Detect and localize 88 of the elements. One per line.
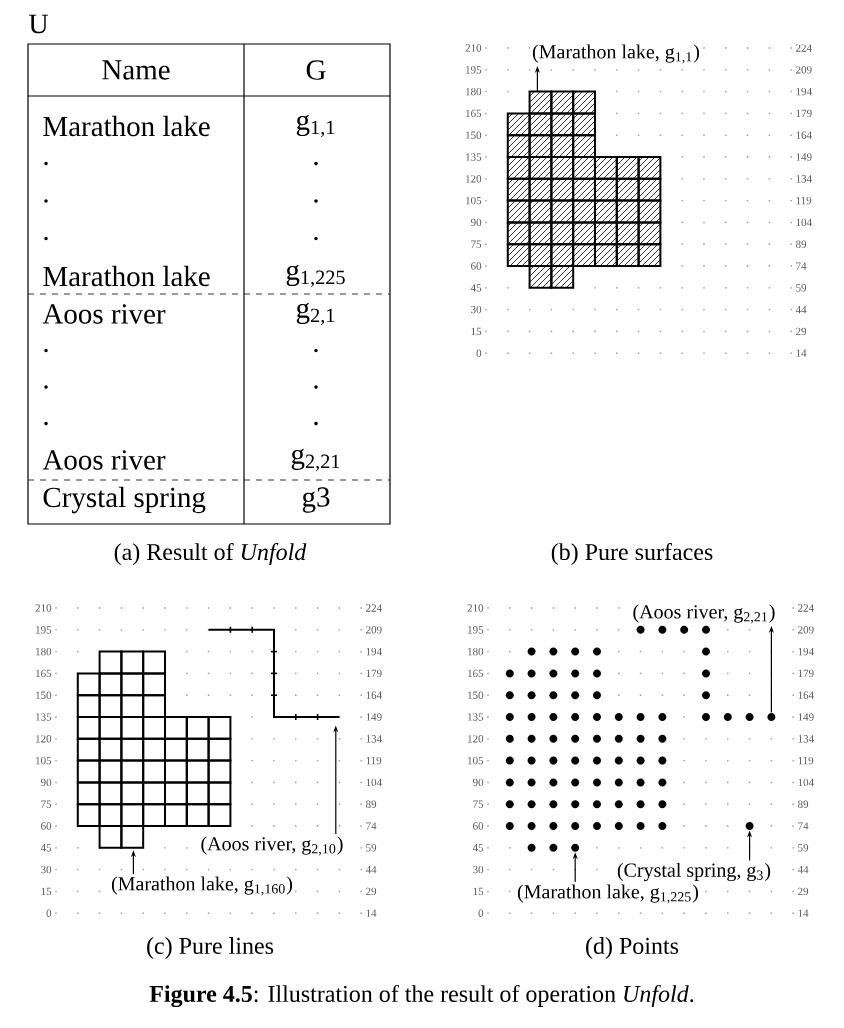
hatched-region [594,177,618,202]
polyline [207,626,341,721]
hatched-region [506,156,531,180]
hatched-region [528,243,553,267]
header-text: Name [102,60,170,80]
hatched-region [572,156,596,180]
hatched-region [615,243,640,267]
table-text: . [44,348,48,353]
table-text: g$_{2,1}$ [296,302,335,326]
callout-label: (Aoos river, g$_{2,21}$) [630,602,778,626]
table-text: g$_{1,1}$ [296,114,335,138]
table-text: Aoos river [42,450,166,470]
table-text: . [314,161,318,166]
hatched-region [506,177,531,202]
hatched-region [594,243,618,267]
hatched-region [528,199,553,224]
table-text: . [44,236,48,241]
hatched-region [615,156,640,180]
hatched-region [528,177,553,202]
hatched-region [572,243,596,267]
hatched-region [637,221,662,246]
hatched-region [572,199,596,224]
table-text: . [314,421,318,426]
figure-caption: Figure 4.5: Illustration of the result of operation Unfold. [149,984,694,1008]
table-text: . [314,348,318,353]
hatched-region [572,177,596,202]
table-text: Crystal spring [43,486,206,514]
table-text: . [314,199,318,203]
hatched-region [506,243,531,267]
panel-caption: (c) Pure lines [147,937,274,959]
hatched-region [572,112,596,137]
table-text: . [44,161,48,166]
hatched-region [528,112,553,137]
hatched-region [550,221,575,246]
callout-label: (Aoos river, g$_{2,10}$) [198,834,346,858]
hatched-region [528,221,553,246]
table-text: Marathon lake [43,115,210,137]
hatched-region [594,199,618,224]
point [767,713,776,721]
hatched-region [550,243,575,267]
hatched-region [506,221,531,246]
hatched-region [550,265,575,289]
hatched-region [506,134,531,158]
hatched-region [506,199,531,224]
hatched-region [572,134,596,158]
hatched-region [637,156,662,180]
hatched-region [615,177,640,202]
callout-label: (Crystal spring, g$_{3}$) [614,860,774,884]
table-text: g3 [302,487,330,513]
table-text: g$_{2,21}$ [291,448,340,472]
hatched-region [528,156,553,180]
hatched-region [572,90,596,115]
table-title: U [29,14,49,34]
hatched-region [528,134,553,158]
table-text: . [314,236,318,241]
hatched-region [572,221,596,246]
hatched-region [637,177,662,202]
callout-label: (Marathon lake, g$_{1,160}$) [109,874,295,898]
point [571,843,580,852]
callout-label: (Marathon lake, g$_{1,225}$) [515,882,701,906]
hatched-region [506,112,531,137]
hatched-region [637,243,662,267]
panel-caption: (a) Result of Unfold [114,543,307,565]
hatched-region [615,199,640,224]
table-text: . [44,199,48,203]
table-text: . [44,421,48,426]
table-text: g$_{1,225}$ [286,264,345,288]
hatched-region [528,90,553,115]
table-text: . [44,385,48,389]
hatched-region [550,199,575,224]
hatched-region [550,156,575,180]
hatched-region [528,265,553,289]
hatched-region [615,221,640,246]
point [745,822,754,830]
hatched-region [550,112,575,137]
table-text: Aoos river [42,304,166,324]
hatched-region [550,177,575,202]
panel-caption: (d) Points [586,937,679,959]
table-text: Marathon lake [43,265,210,287]
callout-label: (Marathon lake, g$_{1,1}$) [530,42,702,66]
header-text: G [306,60,326,80]
hatched-region [594,156,618,180]
hatched-region [594,221,618,246]
hatched-region [637,199,662,224]
panel-caption: (b) Pure surfaces [551,543,713,565]
table-text: . [314,385,318,389]
hatched-region [550,134,575,158]
hatched-region [550,90,575,115]
